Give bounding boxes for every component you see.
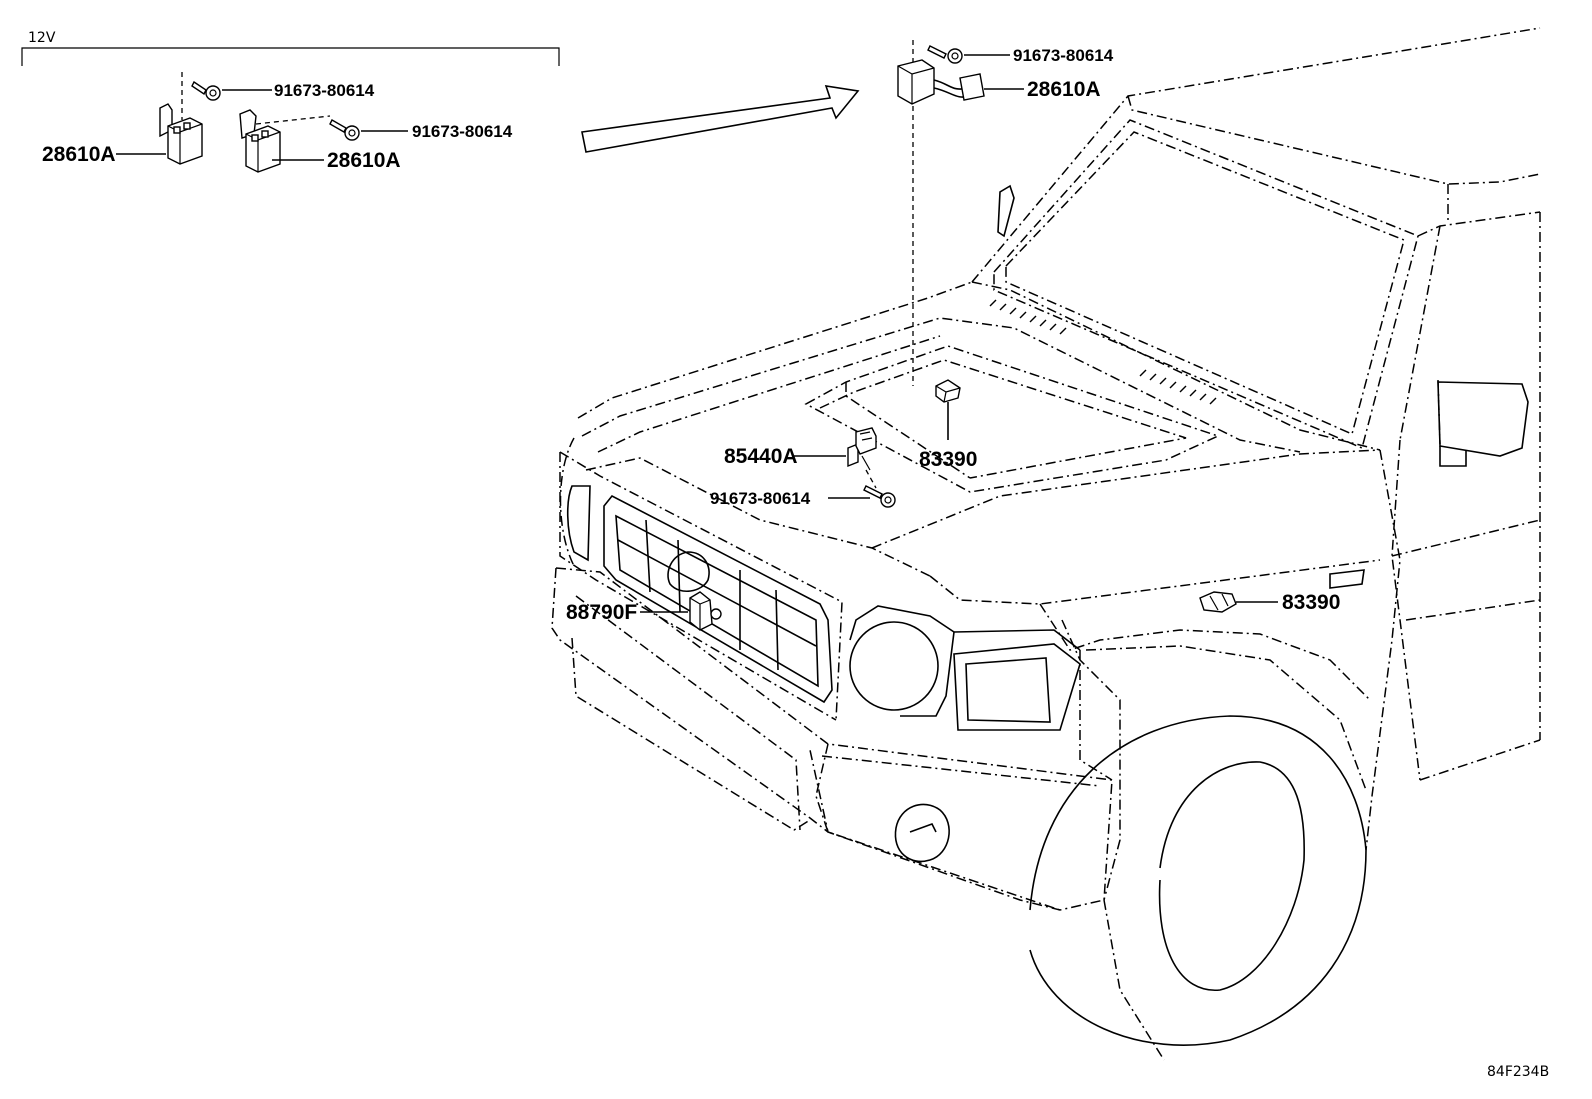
grille-sensor-icon — [689, 591, 722, 631]
relay-left-icon — [159, 103, 203, 165]
diagram-code: 84F234B — [1487, 1064, 1549, 1080]
hood-switch-icon — [935, 379, 961, 403]
relay-right-icon — [239, 109, 281, 173]
fender-switch-icon — [1199, 591, 1237, 613]
callout-relay-left: 28610A — [42, 143, 116, 166]
callout-grille-part: 88790F — [566, 601, 637, 624]
voltage-group-bracket — [21, 47, 560, 66]
callout-top-relay: 28610A — [1027, 78, 1101, 101]
bolt-icon — [863, 485, 896, 508]
hood-sensor-icon — [847, 427, 877, 471]
callout-hood-switch: 83390 — [919, 448, 977, 471]
bolt-icon — [927, 45, 963, 64]
relay-harness-icon — [897, 59, 985, 105]
callout-bolt-upper: 91673-80614 — [274, 81, 375, 100]
callout-hood-bolt: 91673-80614 — [710, 489, 811, 508]
callout-hood-sensor: 85440A — [724, 445, 798, 468]
bolt-icon — [191, 80, 221, 101]
callout-top-bolt: 91673-80614 — [1013, 46, 1114, 65]
callout-relay-right: 28610A — [327, 149, 401, 172]
direction-arrow-icon — [581, 85, 860, 153]
vehicle-outline — [551, 27, 1541, 1061]
callout-fender-switch: 83390 — [1282, 591, 1340, 614]
voltage-note: 12V — [28, 30, 56, 46]
bolt-icon — [329, 119, 360, 141]
callout-bolt-lower: 91673-80614 — [412, 122, 513, 141]
